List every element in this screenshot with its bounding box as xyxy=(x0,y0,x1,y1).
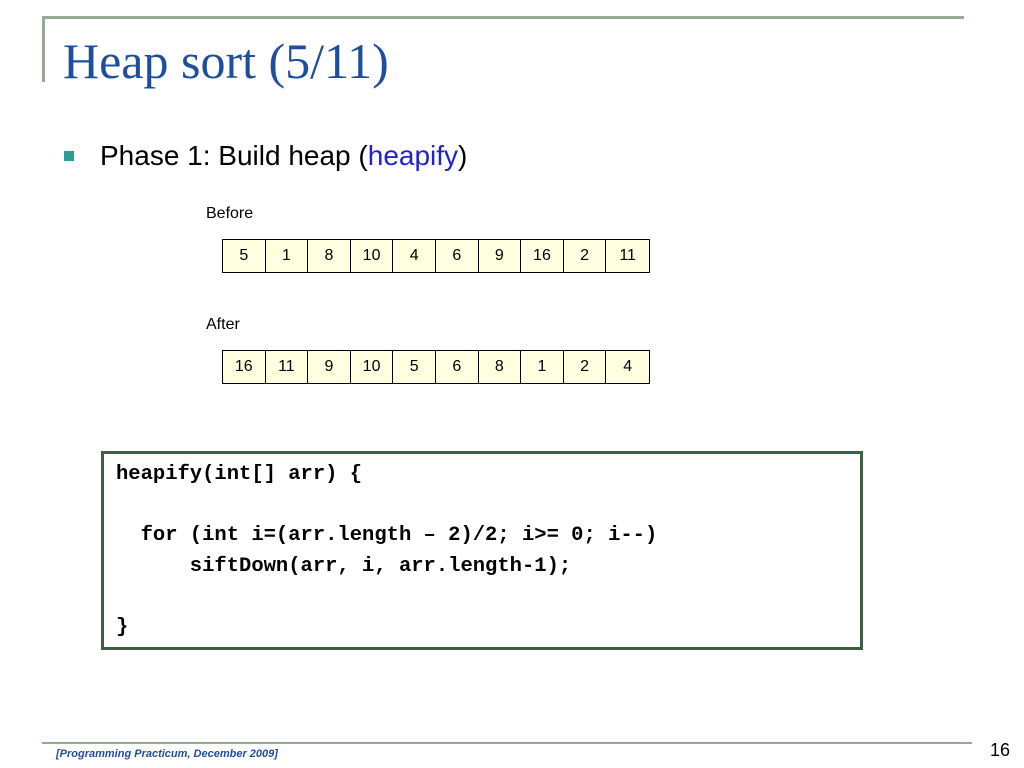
after-cell: 11 xyxy=(265,351,309,383)
after-label: After xyxy=(206,316,240,333)
code-line: } xyxy=(116,616,129,639)
after-cell: 4 xyxy=(606,351,649,383)
footer-line xyxy=(42,742,972,744)
before-cell: 10 xyxy=(350,240,394,272)
code-line: for (int i=(arr.length – 2)/2; i>= 0; i-… xyxy=(116,524,658,547)
before-cell: 16 xyxy=(521,240,564,272)
before-cell: 1 xyxy=(265,240,309,272)
code-line: heapify(int[] arr) { xyxy=(116,463,363,486)
before-cell: 2 xyxy=(563,240,607,272)
slide-title: Heap sort (5/11) xyxy=(63,33,389,89)
code-block: heapify(int[] arr) { for (int i=(arr.len… xyxy=(101,451,863,650)
after-array: 16 11 9 10 5 6 8 1 2 4 xyxy=(222,350,650,384)
before-cell: 6 xyxy=(435,240,479,272)
after-cell: 8 xyxy=(478,351,522,383)
footer-citation: [Programming Practicum, December 2009] xyxy=(56,748,278,760)
after-cell: 16 xyxy=(223,351,266,383)
before-cell: 8 xyxy=(308,240,351,272)
bullet-highlight-heapify: heapify xyxy=(367,140,459,171)
bullet-text-before: Phase 1: Build heap ( xyxy=(100,140,368,171)
before-cell: 5 xyxy=(223,240,266,272)
bullet-item: Phase 1: Build heap (heapify) xyxy=(64,140,467,172)
after-cell: 1 xyxy=(521,351,564,383)
before-cell: 4 xyxy=(393,240,436,272)
before-label: Before xyxy=(206,205,254,222)
frame-top-line xyxy=(42,16,964,19)
after-cell: 10 xyxy=(350,351,394,383)
bullet-square-icon xyxy=(64,151,74,161)
page-number: 16 xyxy=(990,740,1011,760)
before-array: 5 1 8 10 4 6 9 16 2 11 xyxy=(222,239,650,273)
after-cell: 2 xyxy=(563,351,607,383)
after-cell: 9 xyxy=(308,351,351,383)
after-cell: 5 xyxy=(393,351,436,383)
frame-left-line xyxy=(42,16,45,82)
before-cell: 9 xyxy=(478,240,522,272)
after-cell: 6 xyxy=(435,351,479,383)
bullet-text-after: ) xyxy=(458,140,468,171)
bullet-text: Phase 1: Build heap (heapify) xyxy=(100,140,467,172)
before-cell: 11 xyxy=(606,240,649,272)
code-line: siftDown(arr, i, arr.length-1); xyxy=(116,555,572,578)
